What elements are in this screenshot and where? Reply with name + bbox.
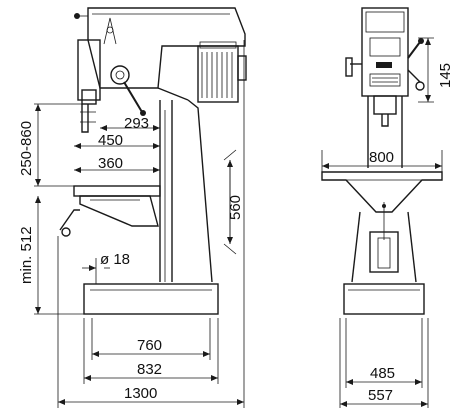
dim-250-860: 250-860 — [18, 121, 35, 176]
dim-o18: ø 18 — [100, 251, 130, 268]
dim-760: 760 — [137, 337, 162, 354]
dim-485: 485 — [370, 365, 395, 382]
dim-800: 800 — [369, 149, 394, 166]
dim-1300: 1300 — [124, 385, 157, 402]
dim-832: 832 — [137, 361, 162, 378]
dim-450: 450 — [98, 132, 123, 149]
dim-557: 557 — [368, 387, 393, 404]
dim-145: 145 — [437, 63, 454, 88]
dim-360: 360 — [98, 155, 123, 172]
dim-min-512: min. 512 — [18, 226, 35, 284]
dim-560: 560 — [227, 195, 244, 220]
dim-293: 293 — [124, 115, 149, 132]
side-view — [59, 7, 247, 315]
front-dimension-lines — [321, 37, 443, 408]
side-dimension-lines — [34, 40, 245, 408]
front-view — [321, 7, 443, 315]
